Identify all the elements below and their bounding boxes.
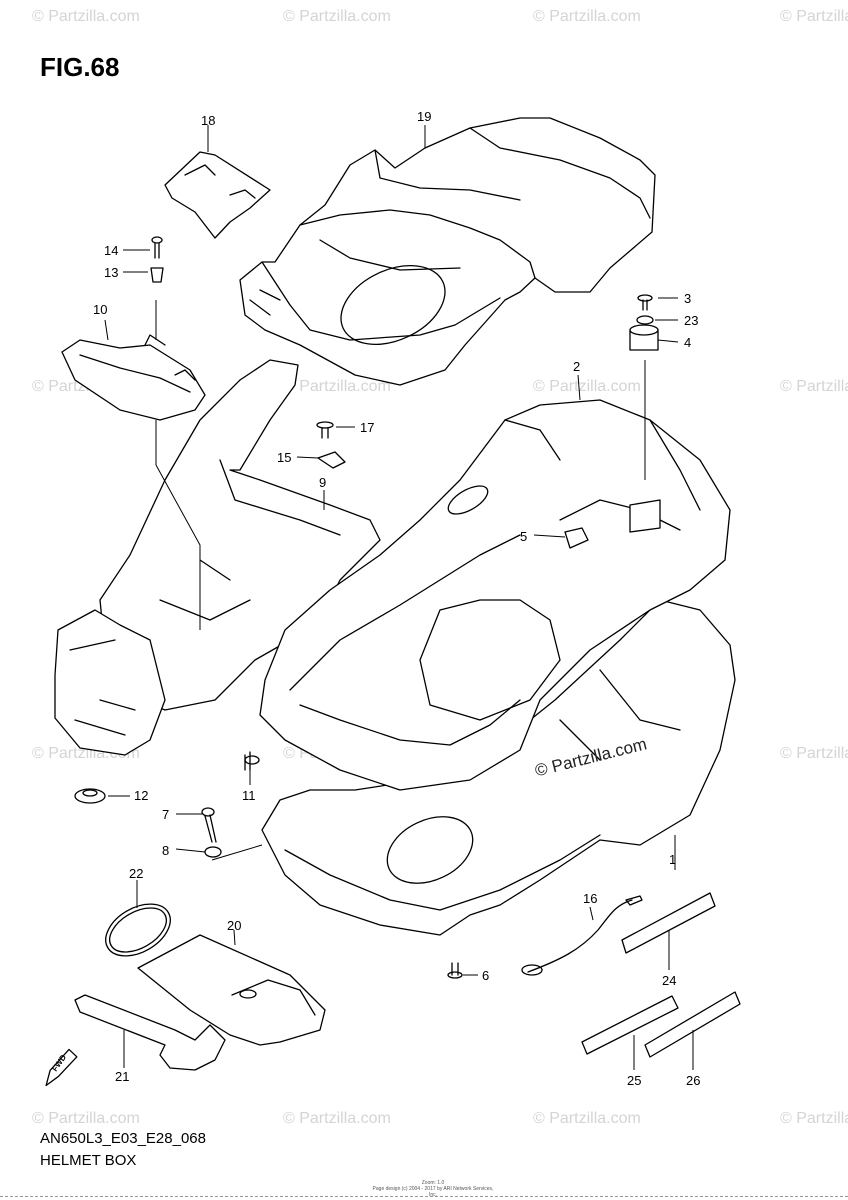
part-11-bolt <box>244 751 260 771</box>
callout-5: 5 <box>520 529 527 544</box>
watermark: © Partzilla.com <box>780 8 848 25</box>
watermark: © Partzilla.com <box>780 745 848 762</box>
diagram-name: HELMET BOX <box>40 1152 137 1169</box>
watermark: © Partzilla.com <box>533 1110 641 1127</box>
watermark: © Partzilla.com <box>283 378 391 395</box>
callout-12: 12 <box>134 788 148 803</box>
part-20-mat <box>137 934 326 1046</box>
callout-2: 2 <box>573 359 580 374</box>
watermark: © Partzilla.com <box>32 1110 140 1127</box>
part-5-nut <box>564 527 589 549</box>
part-3-screw <box>637 294 653 311</box>
callout-25: 25 <box>627 1073 641 1088</box>
callout-21: 21 <box>115 1069 129 1084</box>
part-14-screw <box>151 236 163 259</box>
callout-9: 9 <box>319 475 326 490</box>
part-19-inner-tray <box>239 117 656 386</box>
callout-8: 8 <box>162 843 169 858</box>
watermark: © Partzilla.com <box>780 378 848 395</box>
callout-19: 19 <box>417 109 431 124</box>
fine-print-line: Page design (c) 2004 - 2017 by ARI Netwo… <box>372 1186 494 1198</box>
part-6-screw <box>447 962 463 979</box>
figure-title: FIG.68 <box>40 52 120 82</box>
part-4-cushion <box>629 324 659 351</box>
callout-24: 24 <box>662 973 676 988</box>
diagram-code: AN650L3_E03_E28_068 <box>40 1130 206 1147</box>
callout-17: 17 <box>360 420 374 435</box>
watermark: © Partzilla.com <box>32 8 140 25</box>
part-2-helmet-box <box>259 399 731 791</box>
watermark: © Partzilla.com <box>283 1110 391 1127</box>
watermark: © Partzilla.com <box>533 378 641 395</box>
watermark: © Partzilla.com <box>283 8 391 25</box>
part-15-clip <box>317 451 346 469</box>
callout-18: 18 <box>201 113 215 128</box>
fwd-arrow-icon: FWD <box>45 1048 78 1087</box>
part-21-spanner <box>74 994 226 1071</box>
part-26-pad <box>644 991 741 1058</box>
part-16-wire <box>521 895 643 976</box>
callout-14: 14 <box>104 243 118 258</box>
part-17-screw <box>316 421 334 439</box>
callout-3: 3 <box>684 291 691 306</box>
callout-22: 22 <box>129 866 143 881</box>
part-23-washer <box>636 315 654 325</box>
part-10-bracket <box>61 334 206 421</box>
watermark: © Partzilla.com <box>533 8 641 25</box>
callout-23: 23 <box>684 313 698 328</box>
part-24-pad <box>621 892 716 954</box>
callout-7: 7 <box>162 807 169 822</box>
callout-11: 11 <box>242 788 256 803</box>
callout-10: 10 <box>93 302 107 317</box>
callout-labels: 1 2 3 4 5 6 7 8 9 10 11 12 13 14 15 16 1… <box>93 109 700 1088</box>
watermark: © Partzilla.com <box>780 1110 848 1127</box>
part-25-pad <box>581 995 679 1055</box>
part-7-bolt <box>201 807 217 843</box>
callout-4: 4 <box>684 335 691 350</box>
part-8-washer <box>204 846 222 858</box>
callout-15: 15 <box>277 450 291 465</box>
fine-print-line: Zoom: 1.0 <box>421 1180 445 1186</box>
leader-lines <box>104 125 694 1070</box>
callout-20: 20 <box>227 918 241 933</box>
part-22-band <box>105 903 171 957</box>
part-13-grommet <box>150 267 164 283</box>
part-12-grommet <box>74 788 106 804</box>
page-divider <box>0 1196 848 1197</box>
page-fine-print: Zoom: 1.0 Page design (c) 2004 - 2017 by… <box>368 1180 498 1198</box>
callout-6: 6 <box>482 968 489 983</box>
part-18-cover-plate <box>164 151 271 239</box>
callout-26: 26 <box>686 1073 700 1088</box>
callout-13: 13 <box>104 265 118 280</box>
callout-1: 1 <box>669 852 676 867</box>
callout-16: 16 <box>583 891 597 906</box>
